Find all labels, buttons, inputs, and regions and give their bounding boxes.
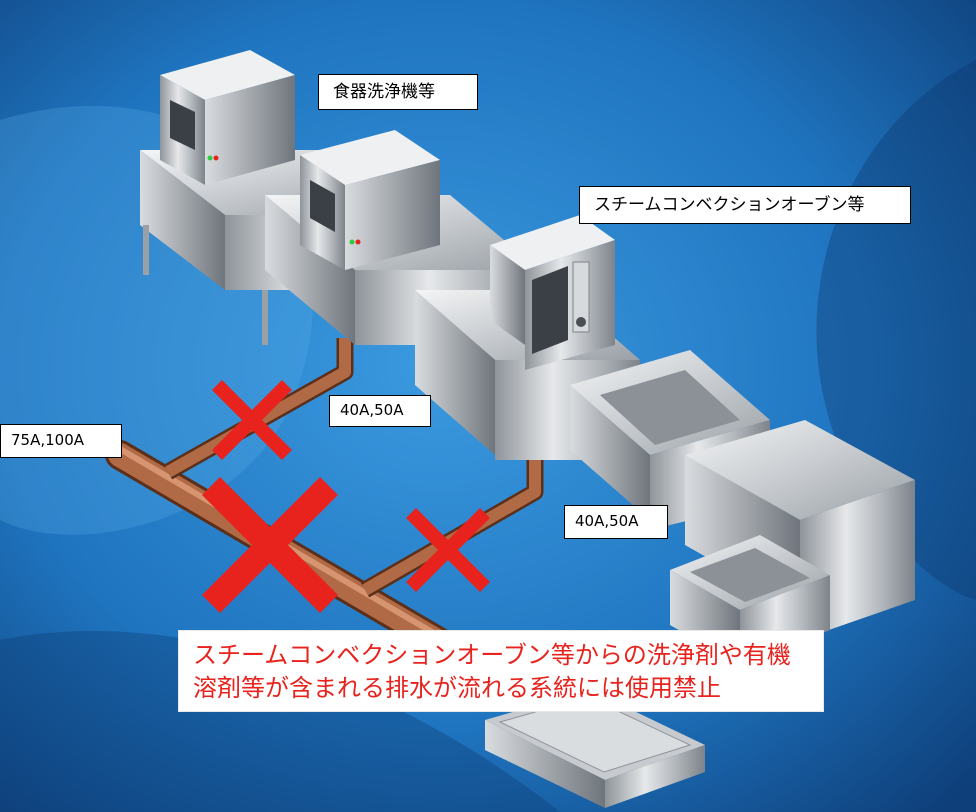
dishwasher-label: 食器洗浄機等 <box>318 74 478 110</box>
grease-trap <box>485 690 705 808</box>
background-swirl <box>0 631 560 812</box>
counter-sink <box>570 350 770 530</box>
prohibited-mark-3 <box>406 508 490 592</box>
branch-pipe-2 <box>360 460 544 598</box>
steam-convection-oven <box>490 215 615 370</box>
warning-line-2: 溶剤等が含まれる排水が流れる系統には使用禁止 <box>193 674 721 702</box>
prohibition-warning: スチームコンベクションオーブン等からの洗浄剤や有機 溶剤等が含まれる排水が流れる… <box>178 630 824 712</box>
dishwasher-2 <box>300 130 440 270</box>
steam-oven-label: スチームコンベクションオーブン等 <box>579 186 911 224</box>
warning-line-1: スチームコンベクションオーブン等からの洗浄剤や有機 <box>193 641 791 669</box>
prohibited-mark-2 <box>202 477 338 613</box>
branch-pipe-1-size-label: 40A,50A <box>329 395 431 427</box>
dishwasher-1 <box>160 50 295 185</box>
branch-pipe-2-size-label: 40A,50A <box>564 505 668 539</box>
prohibited-mark-1 <box>212 380 292 460</box>
main-pipe-size-label: 75A,100A <box>0 424 122 458</box>
